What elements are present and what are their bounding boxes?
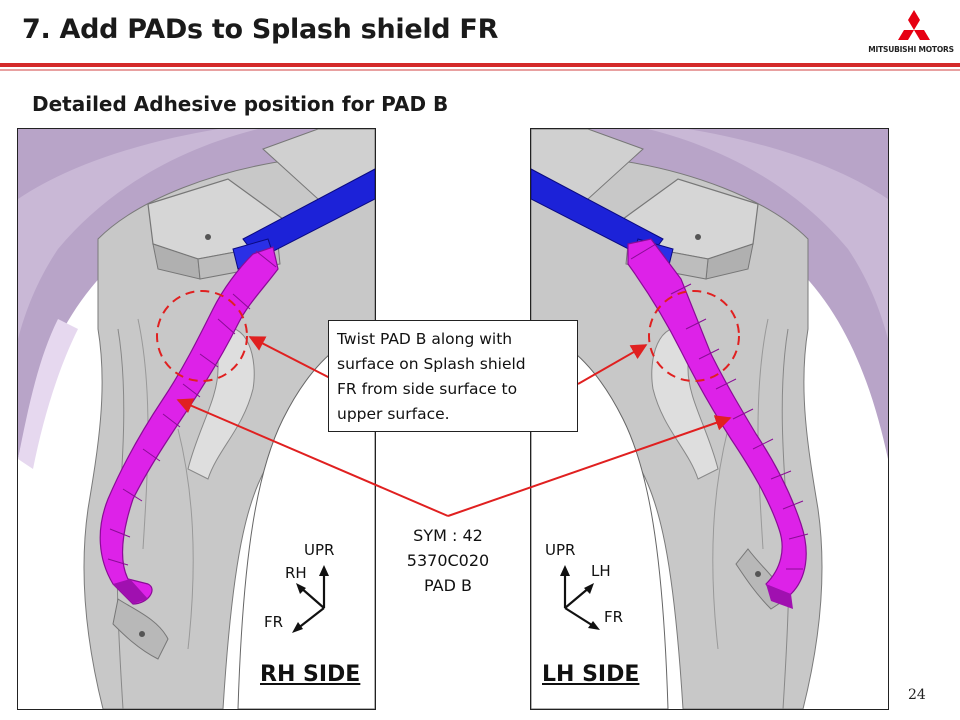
twist-instruction-callout: Twist PAD B along with surface on Splash… [328,320,578,432]
splash-shield-surface [531,129,888,459]
mitsubishi-logo [898,10,930,40]
page-number: 24 [908,687,926,703]
part-symbol: SYM : 42 [413,526,483,545]
header-rule-shadow [0,69,960,71]
lh-axis-forward-label: FR [604,608,624,626]
lh-side-image [530,128,889,710]
rh-side-image [17,128,376,710]
part-number: 5370C020 [406,551,490,570]
callout-line: upper surface. [337,405,450,423]
page-title: 7. Add PADs to Splash shield FR [22,14,499,45]
part-info: SYM : 42 5370C020 PAD B [392,523,504,598]
twist-area-marker [648,290,740,382]
callout-line: surface on Splash shield [337,355,526,373]
lh-axis-up-label: UPR [545,541,576,559]
rh-axis-side-label: RH [285,564,307,582]
lh-axis-side-label: LH [591,562,611,580]
header-rule [0,63,960,67]
callout-line: Twist PAD B along with [337,330,513,348]
pad-b [99,246,279,605]
part-name: PAD B [424,576,472,595]
rh-side-label: RH SIDE [260,662,361,687]
brand-name: MITSUBISHI MOTORS [868,45,954,54]
rh-axis-forward-label: FR [264,613,284,631]
splash-shield-surface [18,129,375,459]
twist-area-marker [156,290,248,382]
callout-line: FR from side surface to [337,380,518,398]
rh-axis-up-label: UPR [304,541,335,559]
section-subtitle: Detailed Adhesive position for PAD B [32,92,449,116]
lh-side-label: LH SIDE [542,662,640,687]
